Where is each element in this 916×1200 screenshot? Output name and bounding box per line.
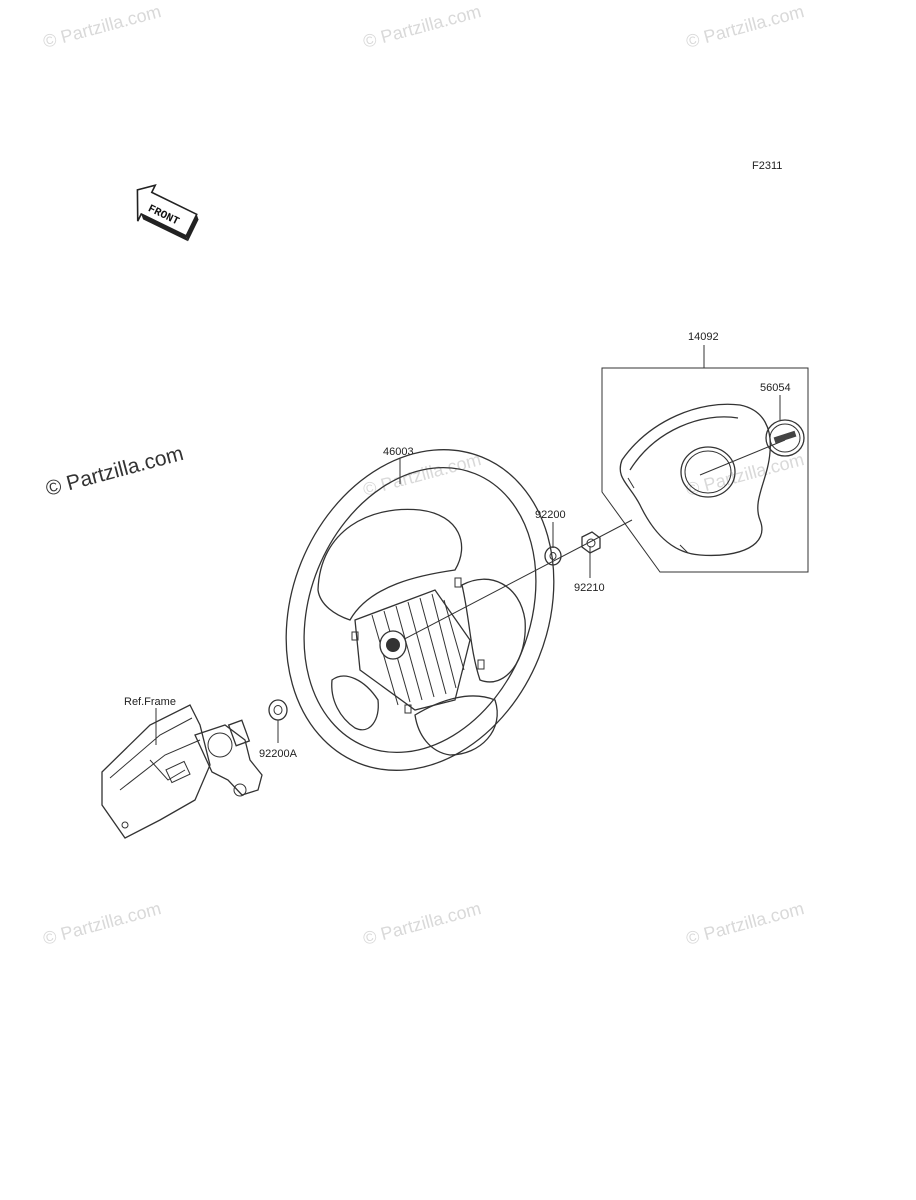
label-56054: 56054 — [760, 382, 791, 394]
watermark: © Partzilla.com — [41, 1, 163, 52]
emblem — [765, 419, 805, 457]
label-92210: 92210 — [574, 582, 605, 594]
steering-wheel — [285, 449, 555, 771]
watermark: © Partzilla.com — [41, 898, 163, 949]
watermark-strong: © Partzilla.com — [43, 442, 186, 501]
nut — [581, 531, 601, 554]
watermark: © Partzilla.com — [361, 898, 483, 949]
label-ref-frame: Ref.Frame — [124, 696, 176, 708]
watermark: © Partzilla.com — [684, 898, 806, 949]
steering-column-frame — [101, 704, 263, 839]
watermark: © Partzilla.com — [684, 1, 806, 52]
figure-code: F2311 — [752, 160, 782, 172]
horn-pad-cover — [619, 403, 771, 557]
watermarks: © Partzilla.com © Partzilla.com © Partzi… — [41, 1, 806, 949]
pad-callout-box — [601, 345, 809, 573]
watermark: © Partzilla.com — [361, 1, 483, 52]
label-14092: 14092 — [688, 331, 719, 343]
label-46003: 46003 — [383, 446, 414, 458]
part-labels: 46003 14092 56054 92200 92210 92200A Ref… — [124, 331, 791, 760]
hub-fins — [371, 593, 465, 706]
label-92200A: 92200A — [259, 748, 298, 760]
front-arrow-icon: FRONT — [136, 183, 199, 242]
watermark: © Partzilla.com — [361, 449, 483, 500]
washer-a — [268, 699, 288, 721]
leader-lines — [155, 395, 786, 745]
label-92200: 92200 — [535, 509, 566, 521]
